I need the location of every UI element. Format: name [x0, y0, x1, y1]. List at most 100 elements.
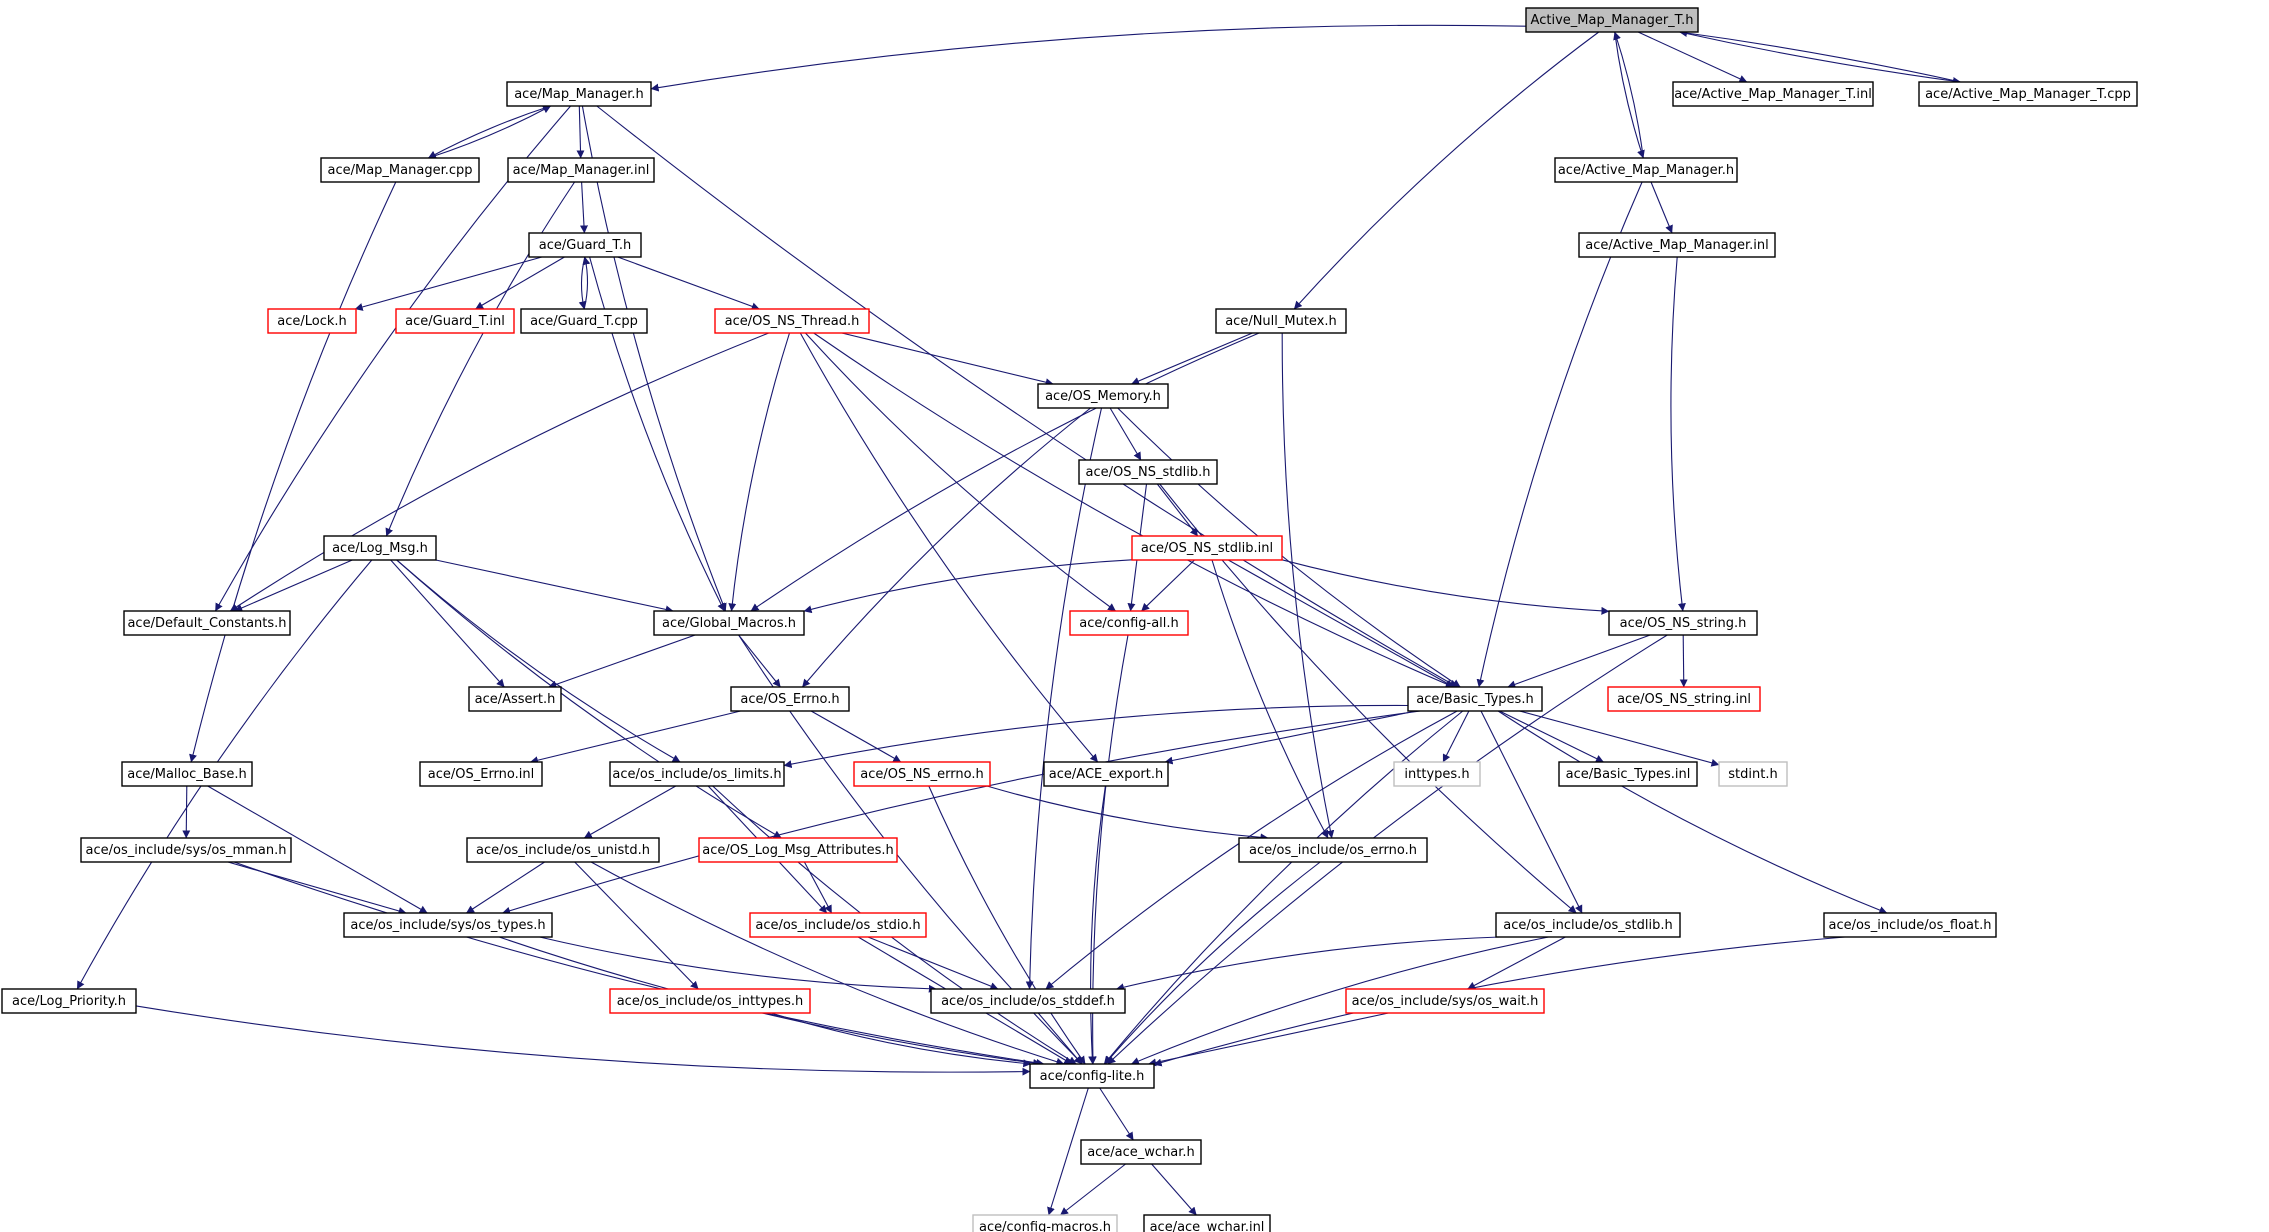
node-config-lite-h[interactable]: ace/config-lite.h [1029, 1063, 1155, 1089]
node-box[interactable] [323, 535, 437, 561]
node-guard-t-inl[interactable]: ace/Guard_T.inl [395, 308, 515, 334]
node-sys-os-types-h[interactable]: ace/os_include/sys/os_types.h [343, 912, 553, 938]
node-basic-types-inl[interactable]: ace/Basic_Types.inl [1558, 761, 1698, 787]
node-box[interactable] [1672, 81, 1874, 107]
node-amm-t-inl[interactable]: ace/Active_Map_Manager_T.inl [1672, 81, 1874, 107]
node-box[interactable] [123, 610, 291, 636]
node-amm-h[interactable]: ace/Active_Map_Manager.h [1554, 157, 1738, 183]
node-amm-inl[interactable]: ace/Active_Map_Manager.inl [1578, 232, 1776, 258]
node-guard-t-cpp[interactable]: ace/Guard_T.cpp [520, 308, 648, 334]
node-box[interactable] [730, 686, 850, 712]
node-box[interactable] [528, 232, 642, 258]
node-ace-wchar-inl[interactable]: ace/ace_wchar.inl [1143, 1214, 1271, 1232]
node-box[interactable] [698, 837, 898, 863]
node-os-float-h[interactable]: ace/os_include/os_float.h [1823, 912, 1997, 938]
node-box[interactable] [609, 988, 811, 1014]
node-inttypes-h[interactable]: inttypes.h [1393, 761, 1481, 787]
node-os-inttypes-h[interactable]: ace/os_include/os_inttypes.h [609, 988, 811, 1014]
node-box[interactable] [1554, 157, 1738, 183]
node-box[interactable] [749, 912, 927, 938]
node-box[interactable] [320, 157, 480, 183]
node-box[interactable] [1029, 1063, 1155, 1089]
node-box[interactable] [1345, 988, 1545, 1014]
node-lock-h[interactable]: ace/Lock.h [267, 308, 357, 334]
node-box[interactable] [468, 686, 562, 712]
node-box[interactable] [609, 761, 785, 787]
node-box[interactable] [395, 308, 515, 334]
node-os-ns-thread-h[interactable]: ace/OS_NS_Thread.h [714, 308, 870, 334]
node-box[interactable] [1578, 232, 1776, 258]
node-box[interactable] [853, 761, 991, 787]
node-map-manager-inl[interactable]: ace/Map_Manager.inl [507, 157, 655, 183]
node-box[interactable] [972, 1214, 1118, 1232]
node-guard-t-h[interactable]: ace/Guard_T.h [528, 232, 642, 258]
node-box[interactable] [507, 157, 655, 183]
node-box[interactable] [1407, 686, 1543, 712]
node-box[interactable] [80, 837, 292, 863]
node-box[interactable] [1131, 535, 1283, 561]
node-box[interactable] [930, 988, 1126, 1014]
node-log-msg-attr-h[interactable]: ace/OS_Log_Msg_Attributes.h [698, 837, 898, 863]
node-config-all-h[interactable]: ace/config-all.h [1069, 610, 1189, 636]
node-box[interactable] [466, 837, 660, 863]
node-os-stdio-h[interactable]: ace/os_include/os_stdio.h [749, 912, 927, 938]
node-basic-types-h[interactable]: ace/Basic_Types.h [1407, 686, 1543, 712]
node-os-errno-inl[interactable]: ace/OS_Errno.inl [419, 761, 543, 787]
node-os-ns-stdlib-inl[interactable]: ace/OS_NS_stdlib.inl [1131, 535, 1283, 561]
node-log-priority-h[interactable]: ace/Log_Priority.h [1, 988, 137, 1014]
node-box[interactable] [1607, 686, 1761, 712]
node-os-stdlib-inc-h[interactable]: ace/os_include/os_stdlib.h [1495, 912, 1681, 938]
node-box[interactable] [1823, 912, 1997, 938]
node-box[interactable] [1069, 610, 1189, 636]
node-box[interactable] [1215, 308, 1347, 334]
node-box[interactable] [1043, 761, 1169, 787]
node-os-errno-h[interactable]: ace/OS_Errno.h [730, 686, 850, 712]
node-default-constants-h[interactable]: ace/Default_Constants.h [123, 610, 291, 636]
node-log-msg-h[interactable]: ace/Log_Msg.h [323, 535, 437, 561]
node-box[interactable] [1037, 383, 1169, 409]
node-box[interactable] [653, 610, 805, 636]
node-box[interactable] [343, 912, 553, 938]
node-box[interactable] [520, 308, 648, 334]
node-box[interactable] [419, 761, 543, 787]
node-ace-export-h[interactable]: ace/ACE_export.h [1043, 761, 1169, 787]
node-assert-h[interactable]: ace/Assert.h [468, 686, 562, 712]
node-malloc-base-h[interactable]: ace/Malloc_Base.h [121, 761, 253, 787]
node-config-macros-h[interactable]: ace/config-macros.h [972, 1214, 1118, 1232]
node-os-unistd-h[interactable]: ace/os_include/os_unistd.h [466, 837, 660, 863]
node-os-ns-string-h[interactable]: ace/OS_NS_string.h [1608, 610, 1758, 636]
node-os-stddef-h[interactable]: ace/os_include/os_stddef.h [930, 988, 1126, 1014]
node-box[interactable] [1080, 1139, 1202, 1165]
node-map-manager-h[interactable]: ace/Map_Manager.h [506, 81, 652, 107]
node-os-errno-inc-h[interactable]: ace/os_include/os_errno.h [1238, 837, 1428, 863]
node-os-ns-errno-h[interactable]: ace/OS_NS_errno.h [853, 761, 991, 787]
node-amm-t-cpp[interactable]: ace/Active_Map_Manager_T.cpp [1918, 81, 2138, 107]
node-os-limits-h[interactable]: ace/os_include/os_limits.h [609, 761, 785, 787]
node-box[interactable] [1608, 610, 1758, 636]
node-os-memory-h[interactable]: ace/OS_Memory.h [1037, 383, 1169, 409]
node-box[interactable] [1078, 459, 1218, 485]
node-box[interactable] [1143, 1214, 1271, 1232]
node-box[interactable] [506, 81, 652, 107]
node-os-ns-string-inl[interactable]: ace/OS_NS_string.inl [1607, 686, 1761, 712]
node-box[interactable] [1238, 837, 1428, 863]
node-sys-os-mman-h[interactable]: ace/os_include/sys/os_mman.h [80, 837, 292, 863]
node-sys-os-wait-h[interactable]: ace/os_include/sys/os_wait.h [1345, 988, 1545, 1014]
node-box[interactable] [121, 761, 253, 787]
node-box[interactable] [1, 988, 137, 1014]
node-null-mutex-h[interactable]: ace/Null_Mutex.h [1215, 308, 1347, 334]
node-box[interactable] [1718, 761, 1788, 787]
node-box[interactable] [1495, 912, 1681, 938]
node-stdint-h[interactable]: stdint.h [1718, 761, 1788, 787]
node-root[interactable]: Active_Map_Manager_T.h [1525, 7, 1699, 33]
node-box[interactable] [1918, 81, 2138, 107]
node-box[interactable] [1558, 761, 1698, 787]
node-box[interactable] [1525, 7, 1699, 33]
node-global-macros-h[interactable]: ace/Global_Macros.h [653, 610, 805, 636]
node-map-manager-cpp[interactable]: ace/Map_Manager.cpp [320, 157, 480, 183]
node-ace-wchar-h[interactable]: ace/ace_wchar.h [1080, 1139, 1202, 1165]
node-box[interactable] [714, 308, 870, 334]
node-box[interactable] [267, 308, 357, 334]
node-box[interactable] [1393, 761, 1481, 787]
node-os-ns-stdlib-h[interactable]: ace/OS_NS_stdlib.h [1078, 459, 1218, 485]
